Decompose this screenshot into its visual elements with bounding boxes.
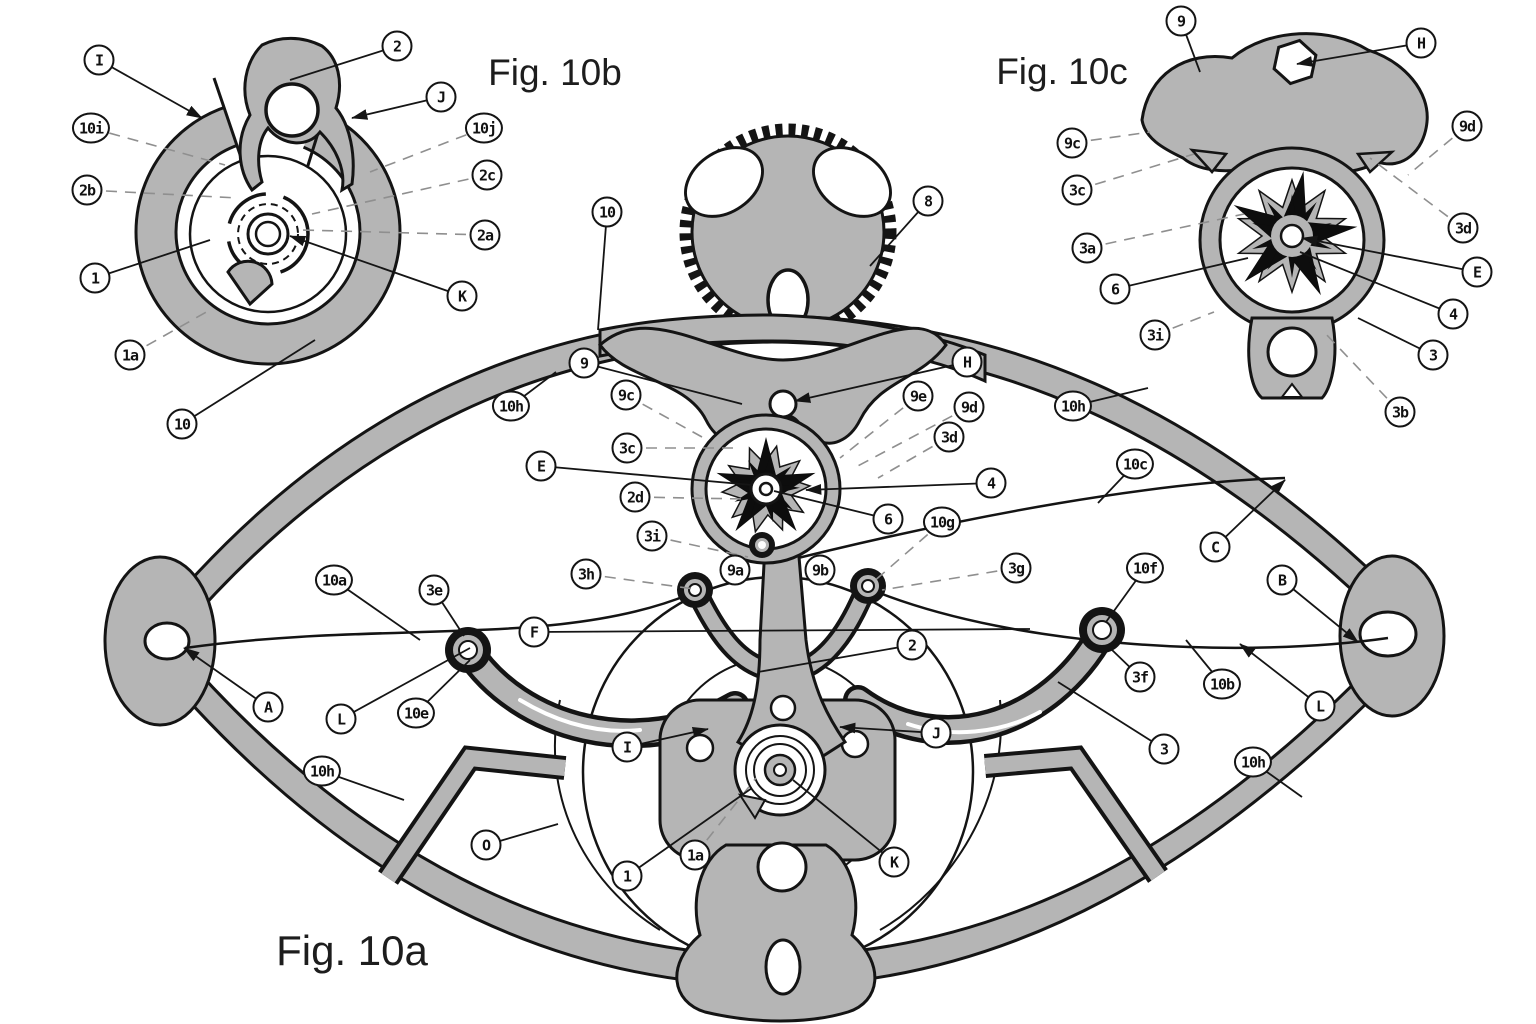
leader-i-0: [98, 59, 203, 119]
fig-10b-title: Fig. 10b: [488, 52, 622, 93]
arm-inner-left: [687, 587, 767, 679]
cock-ear-left: [685, 733, 715, 763]
leader-1a-10: [129, 309, 211, 356]
leader-1-8: [94, 239, 211, 279]
inner-circle-dashed: [237, 203, 299, 265]
pivot-3h: [677, 572, 713, 608]
fig-10a-title: Fig. 10a: [276, 927, 428, 974]
leader-f-50: [533, 628, 1031, 633]
cock-ear-right: [840, 729, 870, 759]
pivot-3g: [850, 568, 886, 604]
ring-3: [1198, 146, 1386, 334]
leader-2c-6: [311, 174, 488, 215]
leader-2-51: [757, 644, 913, 673]
fig-10c-title: Fig. 10c: [996, 51, 1128, 92]
escapement-center: [690, 413, 842, 565]
leader-3c-16: [1076, 153, 1195, 191]
pivot-3f: [1079, 607, 1125, 653]
spring-10b: [871, 588, 1389, 650]
lobe-hole-round: [756, 841, 808, 893]
fig-10c-art: [1140, 32, 1429, 400]
gear-8: [679, 123, 897, 341]
leader-10j-4: [369, 127, 485, 173]
bracket-9: [1140, 32, 1429, 175]
leader-9-27: [583, 362, 743, 405]
leader-2b-5: [86, 189, 239, 199]
leader-4-21: [1299, 251, 1454, 315]
spring-10c: [769, 476, 1286, 567]
inner-circle-core: [254, 220, 282, 248]
wedge-1a: [226, 259, 274, 307]
leader-4-35: [805, 482, 992, 495]
leader-1a-62: [694, 777, 757, 856]
leader-10-11: [181, 339, 316, 425]
leader-l-53: [340, 647, 471, 720]
leader-6-20: [1114, 257, 1249, 290]
leader-k-9: [289, 235, 463, 297]
stem-hole-3b: [1266, 326, 1318, 378]
leader-6-37: [773, 490, 889, 520]
leader-9c-14: [1071, 131, 1151, 144]
bridge-9-hole-H: [768, 389, 798, 419]
leader-10-25: [597, 211, 608, 331]
leader-h-28: [794, 361, 968, 403]
leader-j-60: [839, 722, 937, 734]
leader-9c-29: [625, 394, 703, 438]
leader-3a-18: [1086, 213, 1245, 249]
leader-9d-15: [1407, 125, 1468, 176]
leader-e-34: [540, 465, 753, 486]
stem-notch: [1279, 382, 1305, 398]
leader-3-58: [1057, 681, 1165, 750]
leader-2-1: [289, 45, 398, 81]
leader-3i-39: [651, 535, 749, 558]
lobe-hole-oval: [764, 938, 802, 996]
leader-h-13: [1296, 42, 1422, 67]
leader-1-63: [626, 787, 753, 877]
leader-3-23: [1357, 317, 1434, 356]
inner-circle-c: [226, 192, 310, 276]
inner-circle-mid: [246, 212, 290, 256]
fig-10a-art: [103, 123, 1446, 1023]
ring-3-horn-left: [1188, 148, 1229, 174]
leader-k-64: [792, 779, 895, 863]
bridge-9: [597, 326, 948, 445]
leader-9d-31: [853, 406, 970, 469]
plate-right-tip: [1338, 554, 1446, 718]
leader-10i-3: [90, 127, 226, 166]
fig-10b-art: [134, 36, 402, 366]
star-wheel-4: [1233, 171, 1358, 296]
ring-3-horn-right: [1355, 150, 1396, 174]
leader-2a-7: [301, 229, 486, 236]
bottom-lobe: [675, 843, 877, 1023]
bracket-9-hole-H: [1272, 38, 1318, 86]
balance-staff: [733, 723, 827, 820]
plate-left-tip: [103, 555, 217, 727]
lever-2-hole: [769, 694, 797, 722]
leader-3g-43: [881, 567, 1017, 591]
leader-3d-33: [877, 436, 950, 479]
strut-left: [378, 745, 567, 885]
strut-right: [983, 745, 1168, 883]
leader-9e-30: [839, 395, 919, 459]
leader-e-19: [1301, 235, 1478, 273]
leader-j-2: [351, 96, 442, 120]
thin-curve-right: [879, 699, 1003, 931]
leader-3i-22: [1154, 311, 1215, 336]
leader-10g-38: [871, 521, 943, 584]
pallet-2-hole: [264, 82, 320, 138]
